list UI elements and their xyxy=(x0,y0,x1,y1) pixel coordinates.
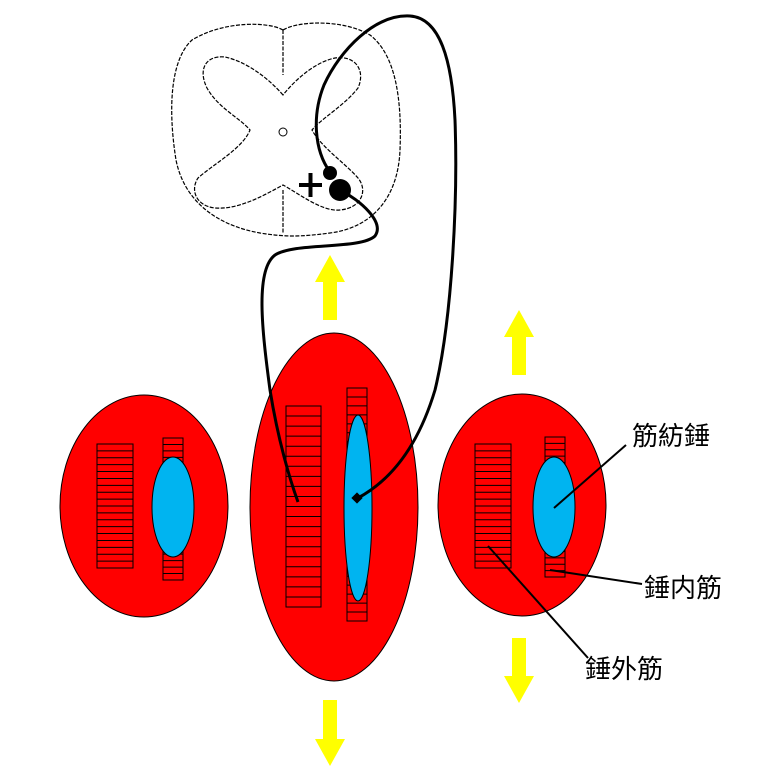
spindle-left xyxy=(151,456,195,558)
spinal-cord-section xyxy=(171,22,401,237)
arrow-down-center xyxy=(315,700,345,766)
arrow-up-right xyxy=(504,310,534,375)
central-canal xyxy=(278,127,288,137)
sensory-ending xyxy=(351,492,363,504)
arrow-down-right xyxy=(504,638,534,703)
label-intrafusal-fiber: 錘内筋 xyxy=(644,574,722,604)
sensory-neuron-terminal xyxy=(323,166,337,180)
leader-line-intrafusal xyxy=(549,569,643,585)
extrafusal-fiber-stack-right xyxy=(474,443,512,569)
leader-lines xyxy=(487,444,643,659)
label-muscle-spindle: 筋紡錘 xyxy=(632,422,710,452)
muscle-left xyxy=(59,394,229,618)
leader-line-extrafusal xyxy=(487,545,589,659)
leader-line-muscle-spindle xyxy=(553,444,627,509)
stretch-arrows xyxy=(315,255,534,766)
motor-neuron-body xyxy=(329,179,351,201)
extrafusal-fiber-stack-left xyxy=(96,443,134,569)
afferent-nerve-fiber xyxy=(314,14,458,500)
excitatory-plus-icon xyxy=(299,173,322,197)
extrafusal-fiber-stack-center xyxy=(285,405,322,608)
muscle-center xyxy=(249,332,419,682)
reflex-arc xyxy=(260,14,458,504)
label-extrafusal-fiber: 錘外筋 xyxy=(585,655,663,685)
spindle-center xyxy=(343,414,373,602)
arrow-up-center xyxy=(315,255,345,320)
efferent-nerve-fiber xyxy=(260,188,379,503)
